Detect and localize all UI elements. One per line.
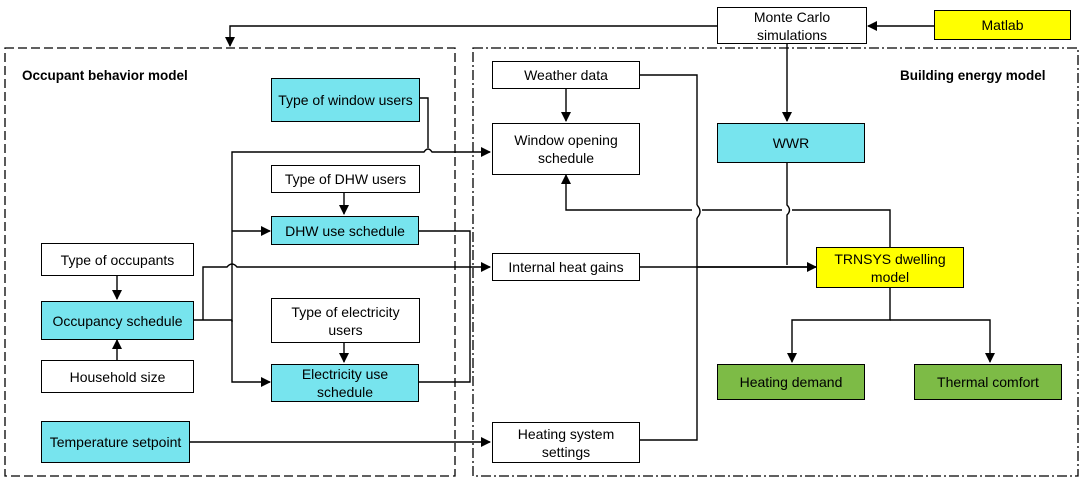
arrow-windowusers-window	[420, 97, 429, 148]
internal-heat-gains-node: Internal heat gains	[492, 253, 640, 281]
occupant-region-frame	[4, 47, 456, 477]
arrow-trnsys-comfort	[890, 319, 995, 363]
arrow-trnsys-window	[566, 175, 891, 247]
occupancy-schedule-node: Occupancy schedule	[41, 301, 194, 340]
arrow-occupancy-internal	[202, 262, 491, 320]
electricity-schedule-node: Electricity use schedule	[271, 364, 419, 402]
household-size-node: Household size	[41, 360, 194, 393]
building-region-label: Building energy model	[900, 68, 1046, 83]
wwr-node: WWR	[717, 123, 865, 163]
arrow-wwr-trnsys	[786, 163, 791, 265]
dhw-schedule-node: DHW use schedule	[271, 216, 419, 245]
heating-settings-node: Heating system settings	[492, 422, 640, 463]
trnsys-node: TRNSYS dwelling model	[816, 247, 964, 288]
arrow-occupancy-window	[231, 147, 491, 322]
line-dhw-out	[419, 230, 471, 383]
window-opening-node: Window opening schedule	[492, 123, 640, 175]
weather-data-node: Weather data	[492, 61, 640, 89]
monte-carlo-node: Monte Carlo simulations	[717, 7, 867, 44]
arrow-occupancy-elec	[231, 320, 271, 387]
occupant-region-label: Occupant behavior model	[22, 68, 188, 83]
temperature-setpoint-node: Temperature setpoint	[41, 421, 190, 463]
arrow-montecarlo-occupant	[225, 25, 717, 47]
matlab-node: Matlab	[934, 10, 1071, 40]
arrow-trnsys-heating	[787, 288, 891, 363]
occupants-node: Type of occupants	[41, 243, 194, 276]
arrow-weather-trunk	[640, 74, 698, 441]
electricity-users-node: Type of electricity users	[271, 298, 420, 343]
building-region-frame	[472, 47, 1079, 477]
dhw-users-node: Type of DHW users	[271, 165, 420, 193]
thermal-comfort-node: Thermal comfort	[914, 364, 1062, 400]
line-trunk-hop	[696, 204, 701, 219]
window-users-node: Type of window users	[271, 78, 420, 122]
heating-demand-node: Heating demand	[717, 364, 865, 400]
